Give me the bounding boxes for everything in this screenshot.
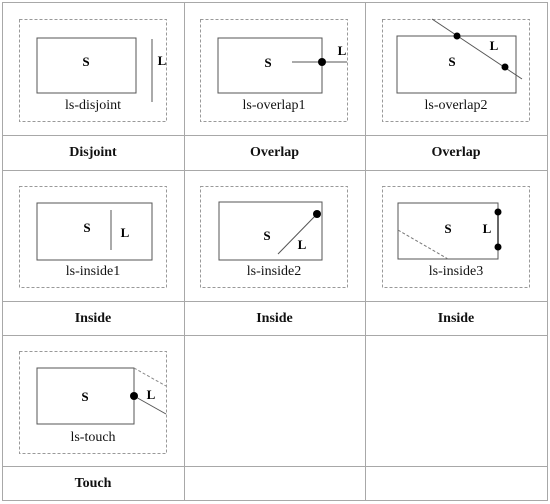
disjoint-diagram: S L — [19, 19, 167, 122]
table-border-left — [2, 2, 3, 501]
region-s-label: S — [82, 54, 89, 69]
overlap1-diagram: S L — [200, 19, 348, 122]
line-l-label: L — [490, 38, 499, 53]
region-s-label: S — [264, 55, 271, 70]
region-s — [36, 202, 153, 261]
frame-dashed — [19, 19, 167, 122]
figure-touch: S L ls-touch — [19, 351, 167, 454]
endpoint — [313, 210, 321, 218]
line-l-label: L — [121, 225, 130, 240]
endpoint-bottom — [494, 243, 502, 251]
diagonal-dashed — [397, 229, 449, 260]
intersection-point — [318, 58, 326, 66]
category-label: Inside — [437, 311, 475, 326]
row-divider-4 — [2, 335, 548, 336]
figure-caption: ls-inside1 — [65, 264, 121, 279]
overlap2-diagram: S L — [382, 18, 530, 122]
row-divider-1 — [2, 135, 548, 136]
figure-caption: ls-overlap2 — [424, 98, 488, 113]
region-s-label: S — [81, 389, 88, 404]
line-l-label: L — [483, 221, 492, 236]
figure-inside1: S L ls-inside1 — [19, 186, 167, 288]
category-label: Disjoint — [69, 145, 117, 160]
frame-dashed — [19, 351, 167, 454]
region-s-label: S — [263, 228, 270, 243]
figure-caption: ls-inside2 — [246, 264, 302, 279]
category-label: Overlap — [250, 145, 299, 160]
line-dashed — [133, 367, 167, 387]
figure-overlap1: S L ls-overlap1 — [200, 19, 348, 122]
line-l-label: L — [158, 53, 167, 68]
inside3-diagram: S L — [382, 186, 530, 288]
line-l — [133, 395, 167, 415]
inside1-diagram: S L — [19, 186, 167, 288]
row-divider-3 — [2, 301, 548, 302]
endpoint-top — [494, 208, 502, 216]
touch-diagram: S L — [19, 351, 167, 454]
frame-dashed — [200, 19, 348, 122]
figure-caption: ls-overlap1 — [242, 98, 306, 113]
intersection-point-right — [501, 63, 509, 71]
figure-inside3: S L ls-inside3 — [382, 186, 530, 288]
figure-caption: ls-inside3 — [428, 264, 484, 279]
region-s — [218, 201, 323, 261]
frame-dashed — [19, 186, 167, 288]
figure-disjoint: S L ls-disjoint — [19, 19, 167, 122]
row-divider-2 — [2, 170, 548, 171]
inside2-diagram: S L — [200, 186, 348, 288]
category-label: Inside — [74, 311, 112, 326]
touch-point — [130, 392, 138, 400]
column-divider-2 — [365, 2, 366, 501]
region-s-label: S — [448, 54, 455, 69]
category-label: Overlap — [431, 145, 481, 160]
region-s-label: S — [444, 221, 451, 236]
line-l-label: L — [338, 43, 347, 58]
frame-dashed — [200, 186, 348, 288]
category-label: Touch — [74, 476, 112, 491]
row-divider-5 — [2, 466, 548, 467]
table-border-top — [2, 2, 548, 3]
figure-caption: ls-touch — [70, 430, 116, 445]
column-divider-1 — [184, 2, 185, 501]
region-s-label: S — [83, 220, 90, 235]
intersection-point-top — [453, 32, 461, 40]
line-l-label: L — [298, 237, 307, 252]
figure-inside2: S L ls-inside2 — [200, 186, 348, 288]
line-l — [277, 213, 318, 255]
table-border-right — [547, 2, 548, 501]
region-s — [36, 37, 137, 94]
category-label: Inside — [256, 311, 293, 326]
line-l-label: L — [147, 387, 156, 402]
line-l — [431, 18, 523, 80]
table-border-bottom — [2, 500, 548, 501]
frame-dashed — [382, 19, 530, 122]
figure-overlap2: S L ls-overlap2 — [382, 18, 530, 122]
figure-caption: ls-disjoint — [64, 98, 121, 113]
frame-dashed — [382, 186, 530, 288]
